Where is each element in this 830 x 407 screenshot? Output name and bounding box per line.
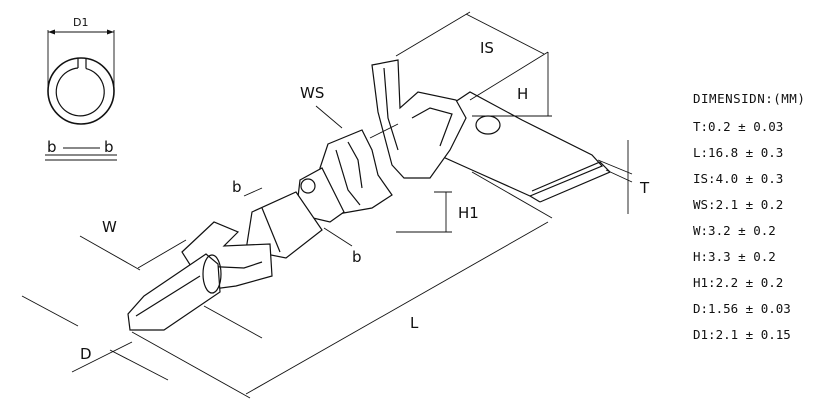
pin-inner-ring <box>55 67 105 117</box>
d-extension-lower <box>109 349 169 381</box>
cross-section-view: D1 b b <box>45 16 117 161</box>
d-label: D <box>80 345 92 363</box>
tail-plate-edge <box>531 161 612 203</box>
w-label: W <box>102 218 117 236</box>
tail-plate <box>431 91 604 197</box>
b-upper-leader <box>243 187 263 197</box>
d-extension-upper <box>21 295 79 327</box>
d-dimension-line <box>71 341 133 373</box>
tail-plate-edge-end <box>529 195 541 203</box>
dimension-row: H1:2.2 ± 0.2 <box>693 275 783 290</box>
ws-leader-left <box>315 105 343 129</box>
l-dimension-line <box>245 221 549 395</box>
is-label: IS <box>480 39 494 57</box>
is-extension-left <box>395 11 471 57</box>
d1-arrow-left <box>48 29 55 35</box>
t-label: T <box>639 179 650 197</box>
pin-outer-ring <box>47 57 115 125</box>
dimension-row: D1:2.1 ± 0.15 <box>693 327 791 342</box>
h1-label: H1 <box>458 204 479 222</box>
b-lower-leader <box>323 227 353 247</box>
is-extension-right <box>469 51 549 101</box>
wire-crimp-fold <box>335 149 361 206</box>
h-label: H <box>517 85 528 103</box>
dimension-table: DIMENSIDN:(MM) T:0.2 ± 0.03 L:16.8 ± 0.3… <box>693 91 805 342</box>
w-dimension-line <box>79 235 141 271</box>
l-extension-right <box>471 171 553 219</box>
insulation-crimp <box>371 59 467 179</box>
b-lower-label: b <box>352 248 362 266</box>
wire-crimp-inner <box>347 141 363 189</box>
dimension-row: L:16.8 ± 0.3 <box>693 145 783 160</box>
dimension-row: T:0.2 ± 0.03 <box>693 119 783 134</box>
dimension-row: H:3.3 ± 0.2 <box>693 249 776 264</box>
w-extension <box>137 239 187 269</box>
b-label-right: b <box>104 138 114 156</box>
t-extension-top <box>597 159 633 175</box>
barrel-seam <box>261 207 281 253</box>
dimension-row: W:3.2 ± 0.2 <box>693 223 776 238</box>
dimension-annotations: IS H WS T H1 b b W L <box>21 11 650 399</box>
pin-highlight <box>135 275 201 317</box>
dimension-table-title: DIMENSIDN:(MM) <box>693 91 805 106</box>
insulation-crimp-inner <box>411 107 453 147</box>
neck-boss <box>300 178 316 194</box>
l-extension-left <box>131 331 251 399</box>
d1-label: D1 <box>73 16 88 29</box>
ws-label: WS <box>300 84 324 102</box>
b-label-left: b <box>47 138 57 156</box>
pin-collar <box>202 254 222 294</box>
dimension-row: WS:2.1 ± 0.2 <box>693 197 783 212</box>
dimension-row: D:1.56 ± 0.03 <box>693 301 791 316</box>
dimension-row: IS:4.0 ± 0.3 <box>693 171 783 186</box>
barrel <box>245 191 323 259</box>
l-label: L <box>410 314 419 332</box>
d-leader-right <box>203 305 263 339</box>
insulation-crimp-fold <box>383 67 399 151</box>
terminal-body <box>127 59 612 331</box>
is-dimension-line <box>465 13 545 55</box>
ws-leader-right <box>369 123 399 139</box>
d1-arrow-right <box>107 29 114 35</box>
b-upper-label: b <box>232 178 242 196</box>
